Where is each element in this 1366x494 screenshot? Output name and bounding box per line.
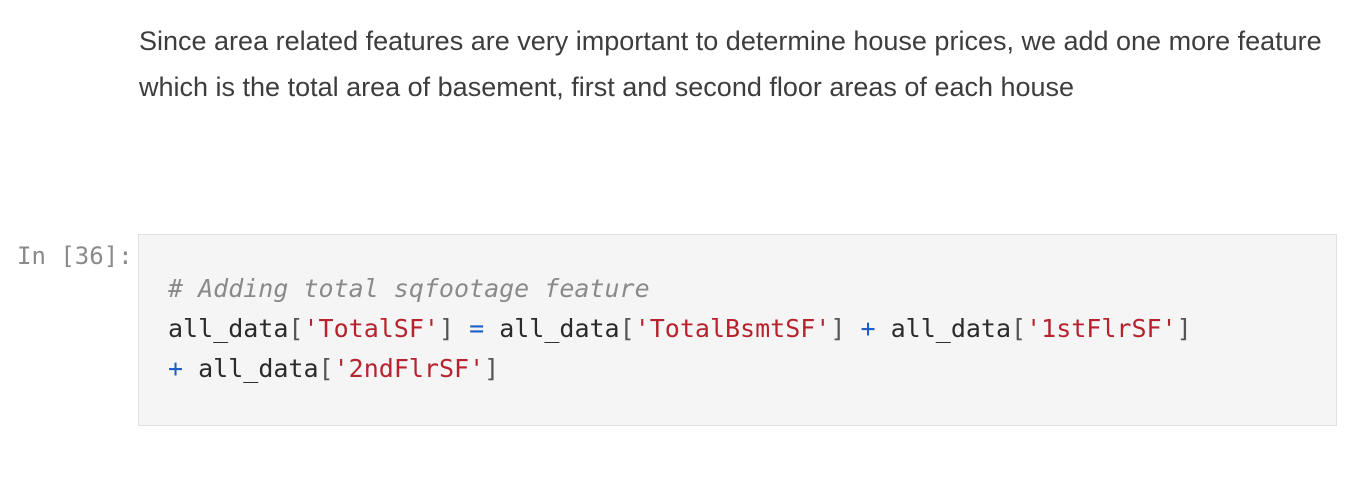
code-bracket: ] — [484, 354, 500, 383]
code-var: all_data — [168, 314, 289, 343]
code-operator: + — [168, 354, 184, 383]
code-comment: # Adding total sqfootage feature — [168, 274, 650, 303]
code-string: 'TotalSF' — [303, 314, 439, 343]
markdown-text: Since area related features are very imp… — [139, 26, 1322, 102]
code-string: '2ndFlrSF' — [333, 354, 485, 383]
code-editor[interactable]: # Adding total sqfootage feature all_dat… — [168, 269, 1192, 389]
code-string: '1stFlrSF' — [1026, 314, 1177, 343]
code-bracket: ] — [830, 314, 846, 343]
code-operator: = — [469, 314, 485, 343]
code-bracket: [ — [1011, 314, 1027, 343]
cell-prompt: In [36]: — [17, 242, 133, 270]
code-operator: + — [860, 314, 876, 343]
code-bracket: ] — [438, 314, 455, 343]
code-string: 'TotalBsmtSF' — [634, 314, 831, 343]
code-bracket: [ — [619, 314, 635, 343]
code-bracket: ] — [1176, 314, 1192, 343]
code-bracket: [ — [318, 354, 334, 383]
markdown-cell[interactable]: Since area related features are very imp… — [139, 18, 1339, 110]
code-var: all_data — [890, 314, 1012, 343]
code-bracket: [ — [288, 314, 304, 343]
code-var: all_data — [499, 314, 620, 343]
code-var: all_data — [198, 354, 319, 383]
code-cell[interactable]: # Adding total sqfootage feature all_dat… — [138, 234, 1337, 426]
